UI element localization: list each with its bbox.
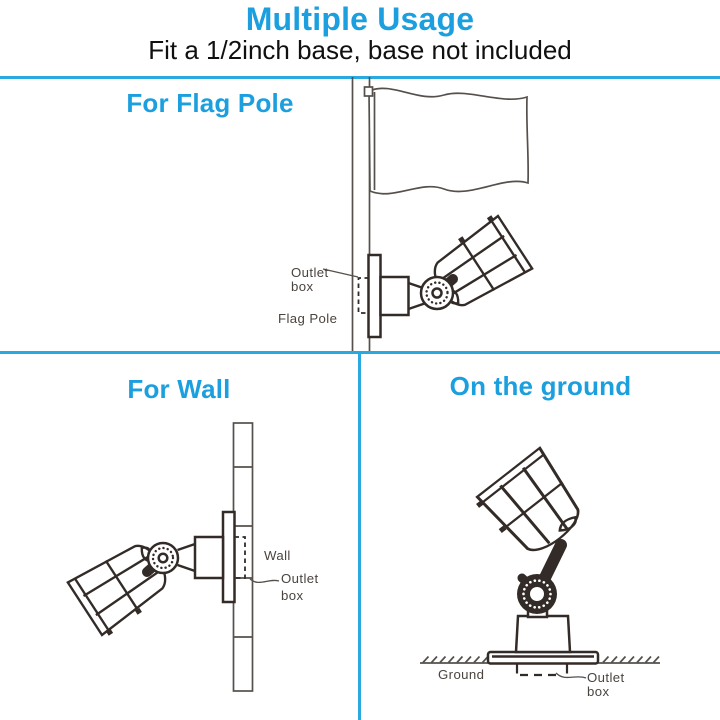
flag-pole-icon (351, 77, 371, 351)
outlet-box-dashed-outline (515, 663, 569, 677)
flag-pole-illustration: Outlet box Flag Pole (278, 77, 534, 351)
label-ground: Ground (438, 667, 484, 682)
label-outlet-box-line2: box (587, 684, 609, 699)
label-outlet-box-line2: box (281, 588, 303, 603)
page-title: Multiple Usage (245, 1, 475, 37)
leader-line-outlet (249, 578, 280, 584)
divider-vertical (358, 351, 361, 720)
divider-top (0, 76, 720, 79)
spotlight-icon (367, 211, 534, 339)
spotlight-icon (471, 446, 600, 665)
outlet-box-dashed-outline (357, 277, 369, 314)
wall-icon (232, 422, 254, 692)
label-outlet-box-line1: Outlet (587, 670, 625, 685)
spotlight-head-icon (471, 446, 593, 568)
leader-line-outlet (555, 672, 587, 679)
panel-title-wall: For Wall (127, 374, 231, 404)
panel-title-flag-pole: For Flag Pole (126, 88, 294, 118)
page-subtitle: Fit a 1/2inch base, base not included (148, 35, 572, 65)
spotlight-icon (66, 510, 236, 640)
label-outlet-box-line1: Outlet (291, 265, 329, 280)
leader-line-outlet (322, 268, 359, 278)
label-outlet-box-line1: Outlet (281, 571, 319, 586)
wall-illustration: Wall Outlet box (66, 422, 319, 692)
flag-icon (363, 86, 530, 195)
label-wall: Wall (264, 548, 291, 563)
panel-title-ground: On the ground (449, 371, 632, 401)
ground-illustration: Ground Outlet box (420, 446, 660, 699)
label-outlet-box-line2: box (291, 279, 313, 294)
label-flag-pole: Flag Pole (278, 311, 337, 326)
